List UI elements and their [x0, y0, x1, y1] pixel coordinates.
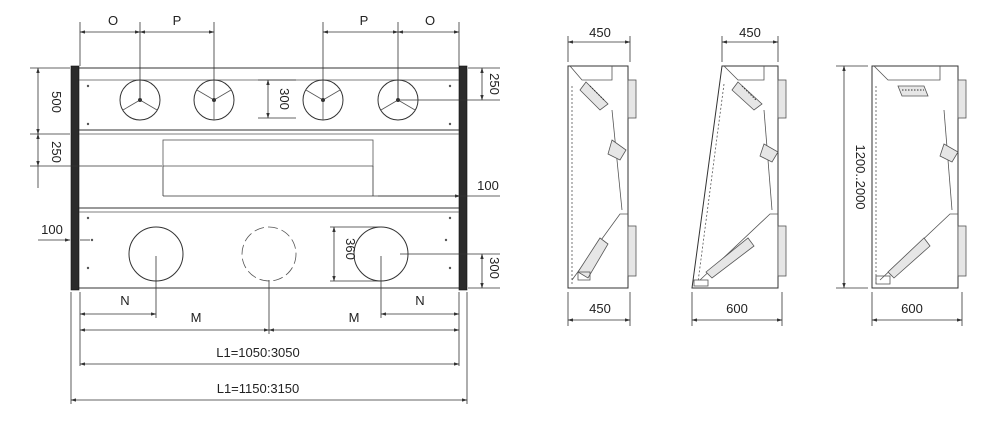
- dim-grill-height: 300: [277, 88, 292, 110]
- dim-left-250: 250: [49, 141, 64, 163]
- dim-m-left: M: [191, 310, 202, 325]
- dim-o-left: O: [108, 13, 118, 28]
- dim-o-right: O: [425, 13, 435, 28]
- front-view: O P P O 300 500 250 100: [30, 13, 502, 404]
- side-view-450: 450 450: [567, 25, 637, 326]
- dim-p-right: P: [360, 13, 369, 28]
- dim-round-diameter: 360: [343, 238, 358, 260]
- cabinet-outline: [71, 67, 467, 289]
- right-post: [458, 65, 468, 291]
- dim-n-right: N: [415, 293, 424, 308]
- side3-height-dim: 1200..2000: [853, 144, 868, 209]
- dim-l1-inner: L1=1050:3050: [216, 345, 300, 360]
- dim-right-250: 250: [487, 73, 502, 95]
- dim-m-right: M: [349, 310, 360, 325]
- side-view-450-600: 450 600: [691, 25, 787, 326]
- dim-l1-outer: L1=1150:3150: [217, 381, 300, 396]
- dim-left-100: 100: [41, 222, 63, 237]
- side1-bottom-dim: 450: [589, 301, 611, 316]
- dim-p-left: P: [173, 13, 182, 28]
- round-opening-middle: [241, 226, 297, 282]
- middle-slot: [162, 139, 374, 167]
- side3-bottom-dim: 600: [901, 301, 923, 316]
- left-post: [70, 65, 80, 291]
- side2-bottom-dim: 600: [726, 301, 748, 316]
- dim-right-300: 300: [487, 257, 502, 279]
- dim-left-500: 500: [49, 91, 64, 113]
- dim-n-left: N: [120, 293, 129, 308]
- side-view-600: 1200..2000 600: [836, 65, 967, 326]
- dim-right-100: 100: [477, 178, 499, 193]
- side2-top-dim: 450: [739, 25, 761, 40]
- side1-top-dim: 450: [589, 25, 611, 40]
